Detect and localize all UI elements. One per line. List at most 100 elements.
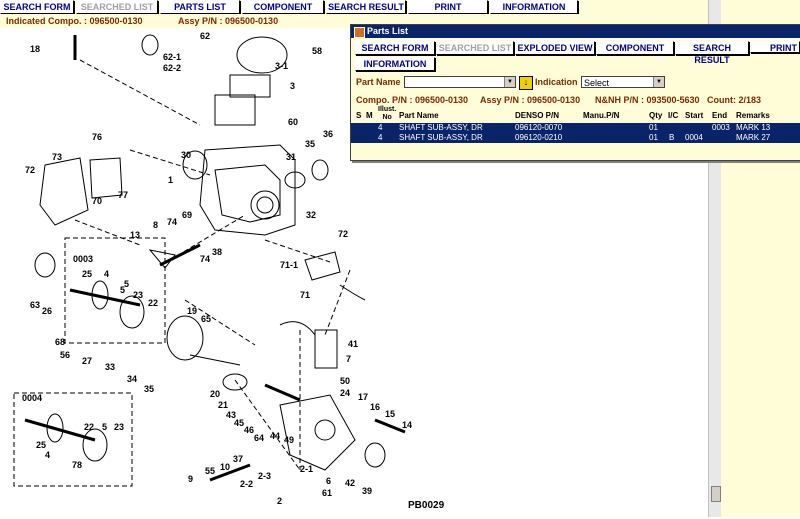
callout-label: 4 bbox=[104, 269, 109, 279]
callout-label: 68 bbox=[55, 337, 65, 347]
callout-label: 3-1 bbox=[275, 61, 288, 71]
callout-label: 17 bbox=[358, 392, 368, 402]
callout-label: 32 bbox=[306, 210, 316, 220]
callout-label: 58 bbox=[312, 46, 322, 56]
indication-value: Select bbox=[584, 78, 610, 88]
callout-label: 22 bbox=[148, 298, 158, 308]
col-header-qty: Qty bbox=[649, 111, 663, 120]
parts-list-titlebar[interactable]: Parts List bbox=[351, 25, 800, 38]
callout-label: 0003 bbox=[73, 254, 93, 264]
callout-label: 60 bbox=[288, 117, 298, 127]
col-header-end: End bbox=[712, 111, 728, 120]
callout-label: 37 bbox=[233, 454, 243, 464]
nav-information-button[interactable]: INFORMATION bbox=[490, 0, 578, 14]
callout-label: 61 bbox=[322, 488, 332, 498]
callout-label: 62 bbox=[200, 31, 210, 41]
callout-label: 18 bbox=[30, 44, 40, 54]
callout-label: 36 bbox=[323, 129, 333, 139]
part-name-select[interactable]: ▼ bbox=[404, 76, 516, 88]
nav-parts-list-button[interactable]: PARTS LIST bbox=[160, 0, 240, 14]
indication-select[interactable]: Select ▼ bbox=[581, 76, 665, 88]
callout-label: 50 bbox=[340, 376, 350, 386]
callout-label: 35 bbox=[305, 139, 315, 149]
callout-label: 55 bbox=[205, 466, 215, 476]
callout-label: 31 bbox=[286, 152, 296, 162]
go-down-button[interactable]: ↓ bbox=[519, 76, 533, 90]
top-nav: SEARCH FORM SEARCHED LIST PARTS LIST COM… bbox=[0, 0, 720, 14]
callout-label: 22 bbox=[84, 422, 94, 432]
col-header-manu-pn: Manu.P/N bbox=[583, 111, 620, 120]
cell-end: 0003 bbox=[712, 123, 730, 132]
col-header-illust: Illust. No bbox=[378, 106, 397, 121]
callout-label: 30 bbox=[181, 150, 191, 160]
callout-label: 49 bbox=[284, 435, 294, 445]
callout-label: 24 bbox=[340, 388, 350, 398]
tab-exploded-view[interactable]: EXPLODED VIEW bbox=[515, 41, 595, 55]
callout-label: 34 bbox=[127, 374, 137, 384]
callout-label: 9 bbox=[188, 474, 193, 484]
callout-label: 19 bbox=[187, 306, 197, 316]
callout-label: 64 bbox=[254, 433, 264, 443]
chevron-down-icon[interactable]: ▼ bbox=[504, 77, 515, 87]
nav-search-form-button[interactable]: SEARCH FORM bbox=[0, 0, 74, 14]
callout-label: 20 bbox=[210, 389, 220, 399]
indicated-compo: Indicated Compo. : 096500-0130 bbox=[6, 16, 143, 26]
scrollbar-thumb[interactable] bbox=[711, 486, 721, 502]
callout-label: 43 bbox=[226, 410, 236, 420]
callout-label: 46 bbox=[244, 425, 254, 435]
table-row[interactable]: 4 SHAFT SUB-ASSY, DR 096120-0070 01 0003… bbox=[351, 123, 800, 133]
callout-label: 25 bbox=[36, 440, 46, 450]
callout-label: 2-1 bbox=[300, 464, 313, 474]
tab-component[interactable]: COMPONENT bbox=[596, 41, 674, 55]
part-name-label: Part Name bbox=[356, 77, 401, 87]
callout-label: 69 bbox=[182, 210, 192, 220]
callout-label: 63 bbox=[30, 300, 40, 310]
callout-label: 42 bbox=[345, 478, 355, 488]
parts-list-window: Parts List SEARCH FORM SEARCHED LIST EXP… bbox=[350, 24, 800, 161]
callout-label: 25 bbox=[82, 269, 92, 279]
col-header-remarks: Remarks bbox=[736, 111, 770, 120]
tab-search-form[interactable]: SEARCH FORM bbox=[355, 41, 435, 55]
popup-assy-pn: Assy P/N : 096500-0130 bbox=[480, 95, 581, 105]
nav-component-button[interactable]: COMPONENT bbox=[242, 0, 324, 14]
assy-pn: Assy P/N : 096500-0130 bbox=[178, 16, 279, 26]
callout-label: 3 bbox=[290, 81, 295, 91]
callout-label: 21 bbox=[218, 400, 228, 410]
nav-search-result-button[interactable]: SEARCH RESULT bbox=[326, 0, 406, 14]
callout-label: 73 bbox=[52, 152, 62, 162]
cell-part-name: SHAFT SUB-ASSY, DR bbox=[399, 123, 483, 132]
callout-label: 4 bbox=[45, 450, 50, 460]
col-header-s: S bbox=[356, 111, 362, 120]
parts-list-title: Parts List bbox=[367, 26, 409, 36]
cell-illust: 4 bbox=[378, 133, 383, 142]
callout-label: 39 bbox=[362, 486, 372, 496]
cell-illust: 4 bbox=[378, 123, 383, 132]
callout-label: 7 bbox=[346, 354, 351, 364]
nav-print-button[interactable]: PRINT bbox=[408, 0, 488, 14]
tab-information[interactable]: INFORMATION bbox=[355, 57, 435, 71]
callout-label: 10 bbox=[220, 462, 230, 472]
table-row[interactable]: 4 SHAFT SUB-ASSY, DR 096120-0210 01 B 00… bbox=[351, 133, 800, 143]
cell-qty: 01 bbox=[649, 133, 658, 142]
callout-label: 23 bbox=[133, 290, 143, 300]
tab-print[interactable]: PRINT bbox=[750, 41, 800, 53]
callout-label: 5 bbox=[124, 279, 129, 289]
tab-searched-list[interactable]: SEARCHED LIST bbox=[436, 41, 514, 55]
chevron-down-icon[interactable]: ▼ bbox=[653, 77, 664, 87]
callout-label: 2 bbox=[277, 496, 282, 506]
callout-label: 5 bbox=[120, 285, 125, 295]
callout-label: 8 bbox=[153, 220, 158, 230]
nav-searched-list-button[interactable]: SEARCHED LIST bbox=[76, 0, 158, 14]
callout-label: 70 bbox=[92, 196, 102, 206]
callout-label: 76 bbox=[92, 132, 102, 142]
window-app-icon bbox=[354, 27, 365, 38]
callout-label: 2-3 bbox=[258, 471, 271, 481]
cell-part-name: SHAFT SUB-ASSY, DR bbox=[399, 133, 483, 142]
tab-search-result[interactable]: SEARCH RESULT bbox=[675, 41, 749, 65]
callout-label: 71 bbox=[300, 290, 310, 300]
callout-label: 62-1 bbox=[163, 52, 181, 62]
callout-label: 38 bbox=[212, 247, 222, 257]
compo-pn: Compo. P/N : 096500-0130 bbox=[356, 95, 469, 105]
nnh-pn: N&NH P/N : 093500-5630 bbox=[595, 95, 700, 105]
callout-label: 0004 bbox=[22, 393, 42, 403]
